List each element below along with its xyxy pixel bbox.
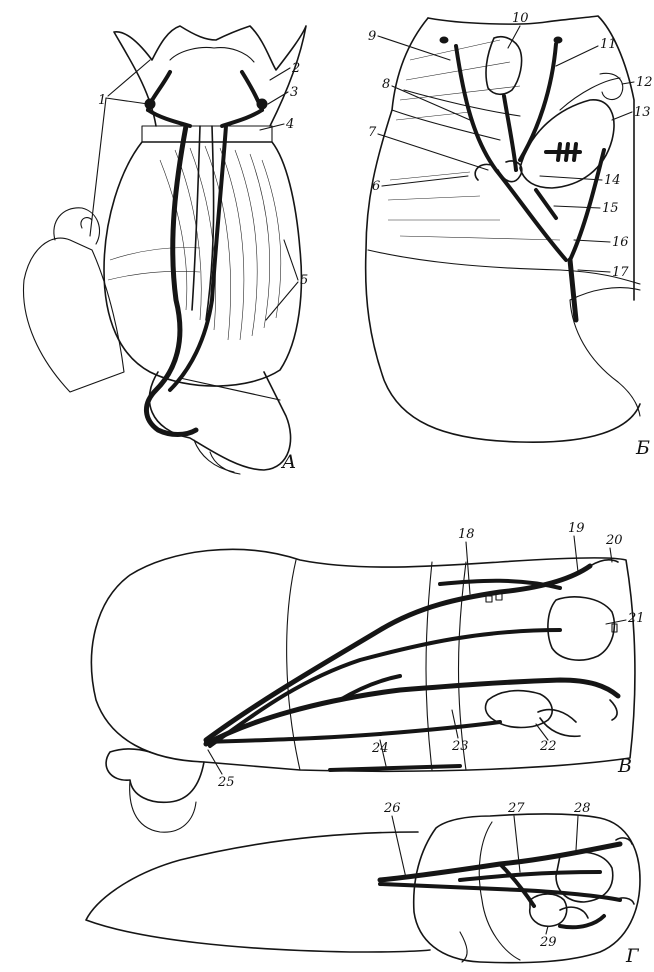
label-25: 25 — [217, 775, 235, 790]
label-20: 20 — [605, 533, 623, 548]
panel-letter-b: Б — [635, 437, 650, 459]
label-17: 17 — [612, 265, 629, 280]
label-24: 24 — [371, 741, 389, 756]
label-13: 13 — [634, 105, 651, 120]
label-6: 6 — [372, 179, 380, 194]
panel-letter-d: Г — [625, 945, 640, 967]
panel-c-drawing — [91, 549, 634, 832]
panel-a-drawing — [23, 26, 306, 474]
label-4: 4 — [285, 117, 294, 132]
label-18: 18 — [458, 527, 475, 542]
panel-d-drawing — [86, 814, 640, 963]
label-27: 27 — [507, 801, 525, 816]
panel-b-drawing — [366, 16, 640, 442]
label-3: 3 — [290, 85, 298, 100]
label-23: 23 — [451, 739, 469, 754]
label-2: 2 — [291, 61, 300, 76]
label-5: 5 — [300, 273, 308, 288]
label-10: 10 — [512, 11, 529, 26]
panel-letter-a: А — [280, 451, 296, 473]
label-21: 21 — [627, 611, 645, 626]
label-14: 14 — [604, 173, 621, 188]
label-16: 16 — [612, 235, 629, 250]
label-19: 19 — [568, 521, 585, 536]
label-9: 9 — [368, 29, 376, 44]
panel-letter-c: В — [617, 755, 632, 777]
label-28: 28 — [573, 801, 591, 816]
label-7: 7 — [368, 125, 377, 140]
label-22: 22 — [539, 739, 557, 754]
label-12: 12 — [636, 75, 653, 90]
label-15: 15 — [602, 201, 619, 216]
label-11: 11 — [600, 37, 617, 52]
label-26: 26 — [383, 801, 401, 816]
label-29: 29 — [539, 935, 557, 950]
label-8: 8 — [382, 77, 390, 92]
